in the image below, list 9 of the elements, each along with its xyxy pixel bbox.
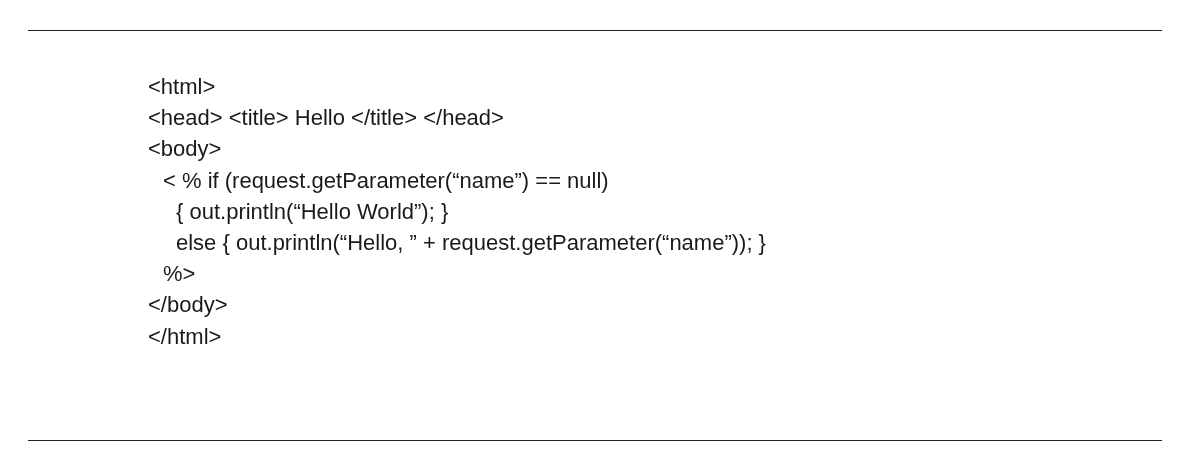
code-line: </body> <box>148 292 228 319</box>
code-line: { out.println(“Hello World”); } <box>176 198 449 225</box>
code-line: else { out.println(“Hello, ” + request.getParameter(“name”)); } <box>176 230 766 256</box>
code-line: %> <box>163 261 196 288</box>
code-line: <head> <title> Hello </title> </head> <box>148 105 504 132</box>
code-line: <body> <box>148 136 222 163</box>
code-line: < % if (request.getParameter(“name”) == null) <box>163 167 609 194</box>
code-line: </html> <box>148 323 222 350</box>
code-line: <html> <box>148 74 216 100</box>
